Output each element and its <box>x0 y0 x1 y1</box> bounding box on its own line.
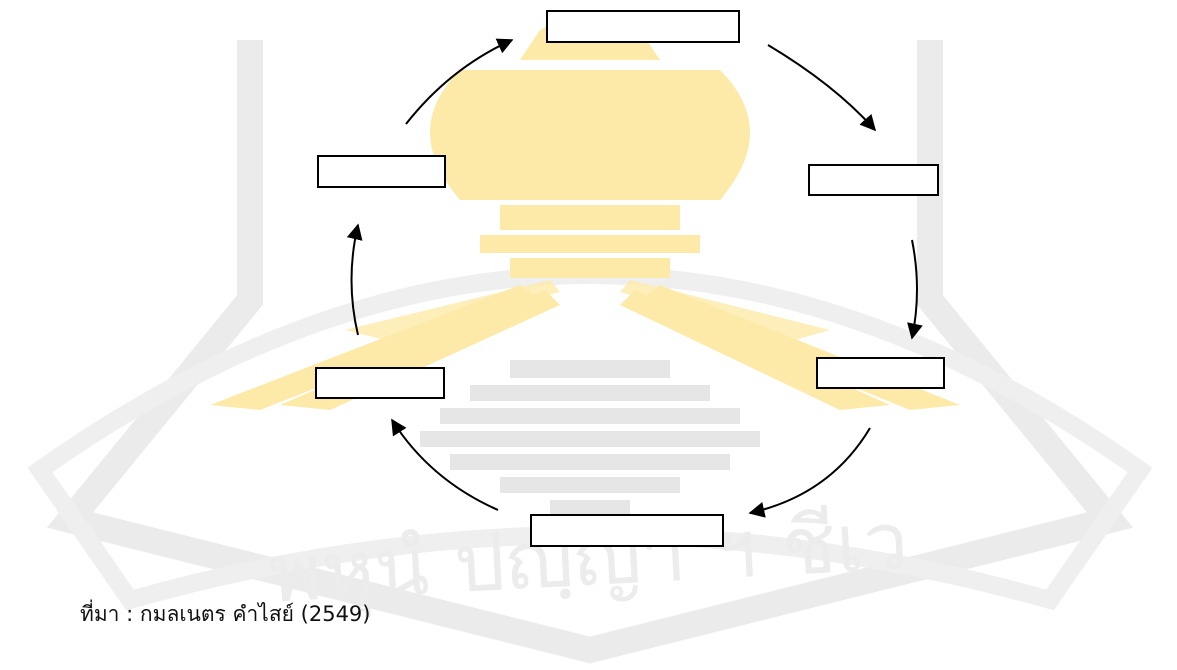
stage-box-left-upper <box>317 155 446 188</box>
stage-box-bottom <box>530 514 724 547</box>
cycle-arrows <box>346 38 923 518</box>
stage-box-right-upper <box>808 164 939 196</box>
stage-box-right-lower <box>816 357 945 389</box>
stage-box-top <box>546 10 740 43</box>
arrow-top-to-right-upper <box>767 44 877 132</box>
seal-outer-frame <box>46 40 1134 664</box>
arrow-left-upper-to-top <box>405 38 514 125</box>
cycle-boxes <box>315 10 945 547</box>
stage-box-left-lower <box>315 367 445 399</box>
arrow-right-upper-to-right-lower <box>907 239 923 340</box>
seal-pattern <box>420 360 760 514</box>
watermark-seal: พหุนํ ปญฺญา ฯ ชีเว <box>27 15 1153 664</box>
source-caption: ที่มา : กมลเนตร คำไสย์ (2549) <box>80 602 371 626</box>
arrow-right-lower-to-bottom <box>748 427 871 518</box>
arrow-left-lower-to-left-upper <box>346 223 363 336</box>
arrow-bottom-to-left-lower <box>391 418 499 511</box>
seal-outer-ring <box>27 266 1153 611</box>
seal-vase <box>430 15 750 278</box>
